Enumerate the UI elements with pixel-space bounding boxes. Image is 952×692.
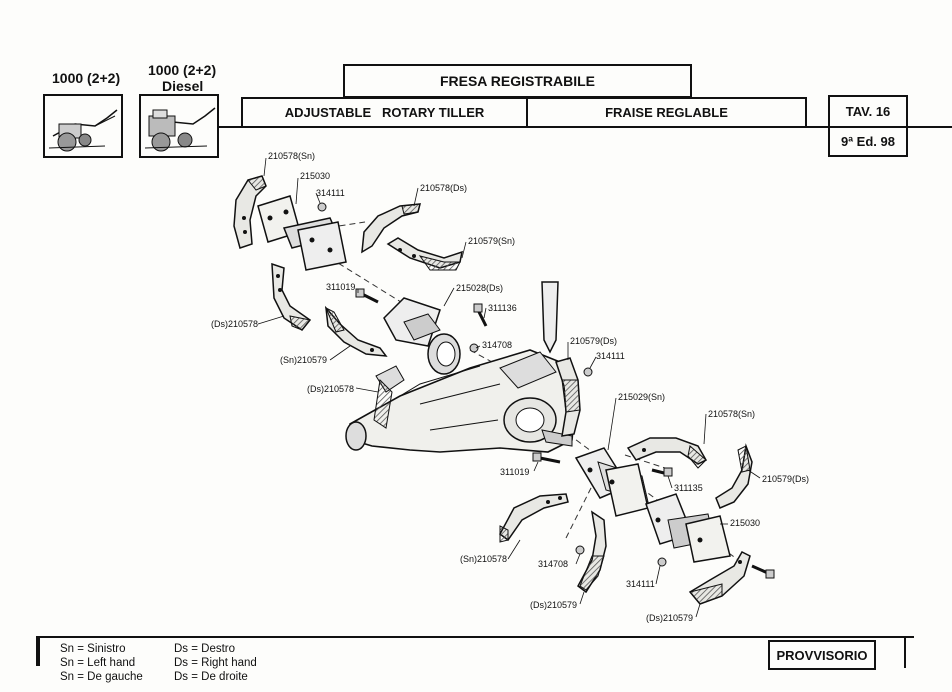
- part-label: 314708: [482, 340, 513, 350]
- part-label: (Ds)210579: [530, 600, 578, 610]
- blade-210579-ds: [555, 357, 581, 437]
- blade-ds-210579-lower: [577, 510, 607, 594]
- footer-rule-right: [904, 636, 906, 668]
- blade-ds-210579-bottom: [688, 551, 751, 605]
- blade-210579-sn: [386, 237, 463, 271]
- blade-210579-ds-right: [715, 443, 753, 509]
- edition-label: 9ª Ed. 98: [841, 134, 895, 149]
- nut-314111-mid: [583, 367, 593, 377]
- footer-rule: [36, 636, 914, 638]
- bolt-311019-upper: [355, 288, 379, 304]
- part-label: 215029(Sn): [618, 392, 666, 402]
- part-label: (Ds)210579: [646, 613, 694, 623]
- leader-lines: [257, 157, 761, 618]
- header-line: [219, 126, 245, 128]
- part-label: 215030: [300, 171, 331, 181]
- bolt-311136: [473, 303, 488, 327]
- flange-215029-sn: [574, 447, 649, 517]
- blade-210578-sn: [233, 175, 267, 249]
- part-label: 311136: [488, 303, 517, 313]
- part-label: (Sn)210579: [280, 355, 328, 365]
- model-2-sublabel: Diesel: [162, 78, 204, 94]
- nut-314111-lower: [657, 557, 667, 567]
- tiller-diesel-icon: [144, 107, 216, 152]
- model-1-thumbnail: [43, 94, 123, 158]
- part-label: 314111: [316, 188, 345, 198]
- part-label: 210578(Sn): [268, 151, 316, 161]
- title-row: ADJUSTABLE ROTARY TILLER FRAISE REGLABLE: [241, 97, 807, 128]
- gearbox-housing: [345, 281, 577, 453]
- part-label: 210578(Ds): [420, 183, 468, 193]
- blade-210578-ds: [361, 203, 421, 254]
- legend-item: Ds = Right hand: [174, 657, 257, 669]
- bolt-lower-right: [751, 564, 775, 579]
- legend-right: Ds = Destro Ds = Right hand Ds = De droi…: [174, 642, 257, 684]
- header-line: [805, 126, 829, 128]
- table-number: TAV. 16: [845, 104, 891, 119]
- part-label: 314111: [626, 579, 655, 589]
- status-badge: PROVVISORIO: [768, 640, 876, 670]
- blade-210578-sn-lower: [626, 437, 708, 469]
- legend-item: Ds = Destro: [174, 643, 236, 655]
- table-info-box: TAV. 16 9ª Ed. 98: [828, 95, 908, 157]
- legend-left: Sn = Sinistro Sn = Left hand Sn = De gau…: [60, 642, 143, 684]
- part-label: (Sn)210578: [460, 554, 508, 564]
- bolt-311019-lower: [532, 452, 561, 464]
- legend-item: Ds = De droite: [174, 671, 248, 683]
- part-label: 215028(Ds): [456, 283, 504, 293]
- bolt-311135: [651, 467, 673, 477]
- part-label: 314111: [596, 351, 625, 361]
- legend-item: Sn = De gauche: [60, 671, 143, 683]
- model-1-label: 1000 (2+2): [52, 70, 121, 86]
- part-label: 314708: [538, 559, 569, 569]
- part-label: 210579(Ds): [762, 474, 810, 484]
- title-french: FRAISE REGLABLE: [605, 105, 728, 120]
- tiller-icon: [48, 109, 118, 152]
- header-line: [907, 126, 952, 128]
- part-label: (Ds)210578: [211, 319, 259, 329]
- part-label: 311019: [326, 282, 356, 292]
- divider: [830, 126, 906, 128]
- blade-sn-210579: [324, 305, 388, 357]
- flange-215030-upper: [257, 195, 347, 271]
- nut-314111-upper: [317, 202, 327, 212]
- flange-215030-lower: [645, 493, 731, 563]
- title-english: ADJUSTABLE ROTARY TILLER: [284, 105, 485, 120]
- part-label: 311135: [674, 483, 703, 493]
- footer-bracket: [36, 636, 40, 666]
- part-label: 215030: [730, 518, 761, 528]
- part-label: 311019: [500, 467, 530, 477]
- blade-sn-210578-lower: [499, 493, 569, 543]
- legend-item: Sn = Left hand: [60, 657, 136, 669]
- legend-item: Sn = Sinistro: [60, 643, 126, 655]
- flange-215028-ds: [383, 297, 461, 375]
- blade-ds-210578-left: [271, 262, 312, 332]
- part-label: 210579(Sn): [468, 236, 516, 246]
- divider: [526, 99, 528, 126]
- part-label: 210579(Ds): [570, 336, 618, 346]
- model-2-label: 1000 (2+2): [148, 62, 217, 78]
- part-label: 210578(Sn): [708, 409, 756, 419]
- nut-314708-upper: [469, 343, 479, 353]
- nut-314708-lower: [575, 545, 585, 555]
- model-2-thumbnail: [139, 94, 219, 158]
- part-label: (Ds)210578: [307, 384, 355, 394]
